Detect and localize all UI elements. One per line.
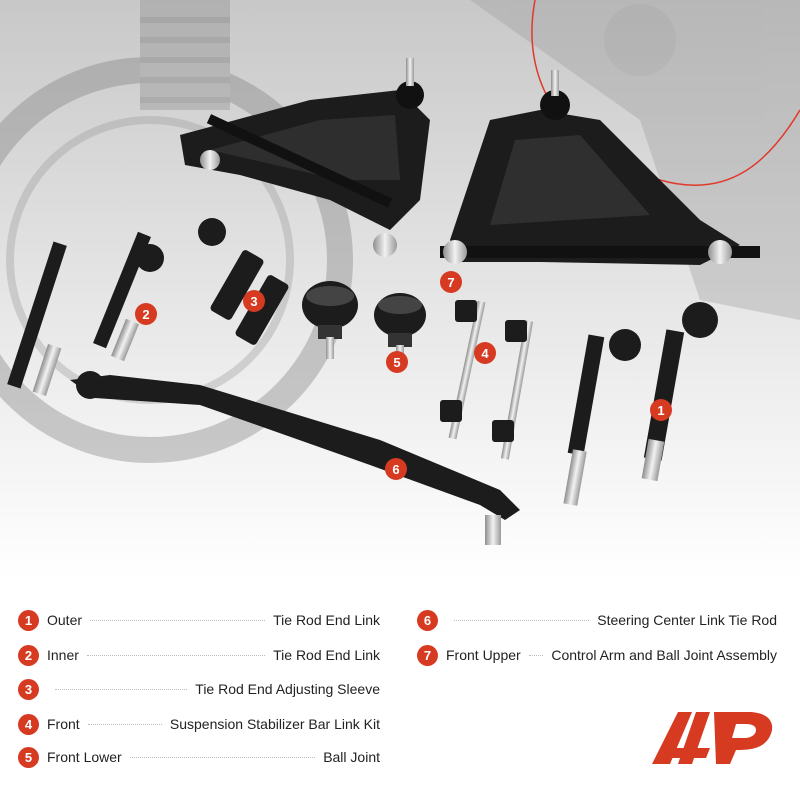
inner-tie-rod-ends bbox=[7, 218, 226, 396]
legend-number: 6 bbox=[417, 609, 438, 631]
lower-ball-joints bbox=[302, 281, 426, 367]
legend-tail: Tie Rod End Link bbox=[273, 647, 380, 663]
steering-center-link bbox=[70, 371, 520, 545]
legend-lead: Front bbox=[47, 716, 80, 732]
photo-callouts: 1 2 3 4 5 6 7 bbox=[135, 271, 672, 480]
svg-text:7: 7 bbox=[447, 275, 454, 290]
legend-item-6: 6 Steering Center Link Tie Rod bbox=[417, 607, 777, 633]
legend-item-5: 5 Front Lower Ball Joint bbox=[18, 744, 380, 770]
legend-lead: Inner bbox=[47, 647, 79, 663]
leader-dots bbox=[87, 723, 162, 725]
legend-lead: Outer bbox=[47, 612, 83, 628]
legend-item-2: 2 Inner Tie Rod End Link bbox=[18, 642, 380, 668]
legend-tail: Tie Rod End Adjusting Sleeve bbox=[195, 681, 380, 697]
callout-7: 7 bbox=[440, 271, 462, 293]
brand-logo-icon bbox=[652, 712, 773, 764]
svg-text:2: 2 bbox=[142, 307, 149, 322]
leader-dots bbox=[86, 654, 266, 656]
legend-tail: Suspension Stabilizer Bar Link Kit bbox=[169, 716, 380, 732]
callout-2: 2 bbox=[135, 303, 157, 325]
legend-number: 5 bbox=[18, 746, 39, 768]
adjusting-sleeves bbox=[210, 250, 289, 345]
legend-tail: Control Arm and Ball Joint Assembly bbox=[551, 647, 777, 663]
callout-6: 6 bbox=[385, 458, 407, 480]
legend-number: 2 bbox=[18, 644, 39, 666]
legend-number: 3 bbox=[18, 678, 39, 700]
legend-tail: Steering Center Link Tie Rod bbox=[597, 612, 777, 628]
svg-text:1: 1 bbox=[657, 403, 664, 418]
leader-dots bbox=[528, 654, 544, 656]
product-photo: 1 2 3 4 5 6 7 bbox=[0, 0, 800, 580]
upper-control-arm-right bbox=[440, 70, 760, 265]
leader-dots bbox=[454, 619, 590, 621]
legend-item-3: 3 Tie Rod End Adjusting Sleeve bbox=[18, 676, 380, 702]
svg-text:3: 3 bbox=[250, 294, 257, 309]
callout-3: 3 bbox=[243, 290, 265, 312]
legend-number: 1 bbox=[18, 609, 39, 631]
legend-number: 7 bbox=[417, 644, 438, 666]
callout-5: 5 bbox=[386, 351, 408, 373]
leader-dots bbox=[90, 619, 266, 621]
legend-lead: Front Upper bbox=[446, 647, 521, 663]
svg-text:5: 5 bbox=[393, 355, 400, 370]
outer-tie-rod-ends bbox=[563, 302, 718, 506]
legend-item-4: 4 Front Suspension Stabilizer Bar Link K… bbox=[18, 711, 380, 737]
legend-lead: Front Lower bbox=[47, 749, 122, 765]
legend-item-1: 1 Outer Tie Rod End Link bbox=[18, 607, 380, 633]
svg-text:6: 6 bbox=[392, 462, 399, 477]
callout-4: 4 bbox=[474, 342, 496, 364]
upper-control-arm-left bbox=[180, 58, 430, 257]
leader-dots bbox=[55, 688, 188, 690]
legend-tail: Tie Rod End Link bbox=[273, 612, 380, 628]
stabilizer-links bbox=[440, 300, 534, 460]
parts-legend: 1 Outer Tie Rod End Link 2 Inner Tie Rod… bbox=[0, 592, 800, 800]
leader-dots bbox=[129, 756, 316, 758]
legend-number: 4 bbox=[18, 713, 39, 735]
legend-item-7: 7 Front Upper Control Arm and Ball Joint… bbox=[417, 642, 777, 668]
svg-text:4: 4 bbox=[481, 346, 489, 361]
legend-tail: Ball Joint bbox=[323, 749, 380, 765]
callout-1: 1 bbox=[650, 399, 672, 421]
